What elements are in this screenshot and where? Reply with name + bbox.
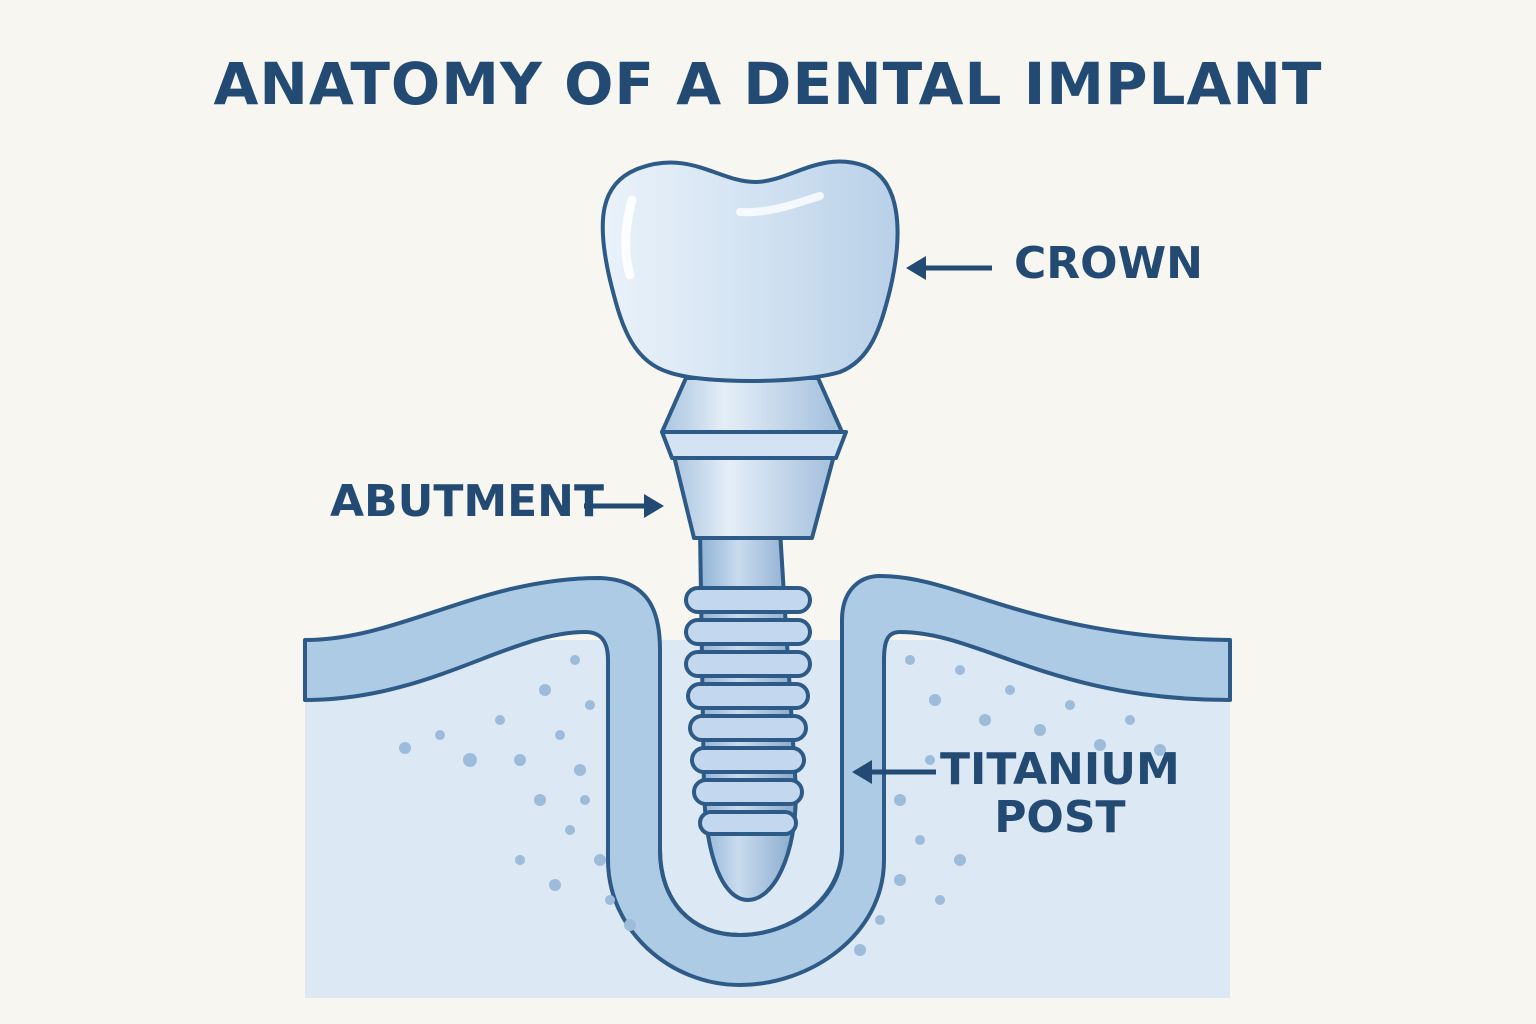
screw-threads [684, 586, 812, 836]
abutment-collar [660, 430, 848, 460]
label-post-line2: POST [994, 791, 1126, 843]
abutment-arrow [584, 494, 664, 518]
crown-highlight [621, 195, 637, 280]
diagram-title: ANATOMY OF A DENTAL IMPLANT [213, 50, 1323, 118]
bone-socket [658, 620, 844, 938]
label-abutment: ABUTMENT [330, 476, 605, 527]
label-crown: CROWN [1014, 238, 1203, 289]
post-arrow [852, 760, 936, 784]
crown-highlight-top [736, 192, 824, 217]
bone-texture [399, 655, 1166, 956]
crown-arrow [906, 256, 992, 280]
abutment [670, 446, 838, 540]
label-post-line1: TITANIUM [940, 744, 1180, 795]
label-titanium-post: TITANIUM POST [940, 746, 1180, 841]
crown [600, 159, 900, 383]
abutment-neck [660, 376, 844, 434]
